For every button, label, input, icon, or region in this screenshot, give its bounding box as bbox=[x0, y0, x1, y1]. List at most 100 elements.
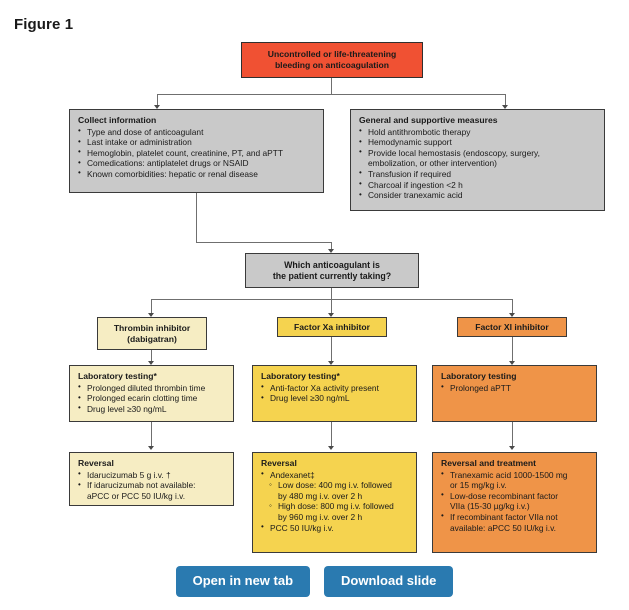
list-item: Andexanet‡ bbox=[261, 469, 409, 481]
connector-to-factor-xi bbox=[512, 299, 513, 316]
connector-to-general bbox=[505, 94, 506, 107]
list-subitem-cont: by 480 mg i.v. over 2 h bbox=[278, 490, 363, 501]
question-line1: Which anticoagulant is bbox=[284, 259, 380, 270]
collect-list: Type and dose of anticoagulant Last inta… bbox=[78, 126, 316, 180]
thrombin-line1: Thrombin inhibitor bbox=[113, 322, 191, 333]
list-item: PCC 50 IU/kg i.v. bbox=[261, 522, 409, 534]
list-item: Hemodynamic support bbox=[359, 137, 597, 148]
list-item: Consider tranexamic acid bbox=[359, 190, 597, 201]
connector-to-thrombin bbox=[151, 299, 152, 316]
open-in-new-tab-button[interactable]: Open in new tab bbox=[175, 566, 311, 597]
list-item-cont: embolization, or other intervention) bbox=[368, 158, 497, 169]
lab-thrombin-list: Prolonged diluted thrombin time Prolonge… bbox=[78, 382, 226, 415]
thrombin-line2: (dabigatran) bbox=[127, 333, 177, 344]
list-item: Drug level ≥30 ng/mL bbox=[261, 393, 409, 404]
connector-to-factor-xa bbox=[331, 299, 332, 316]
rev-xi-list: Tranexamic acid 1000-1500 mg or 15 mg/kg… bbox=[441, 469, 589, 534]
node-root-line2: bleeding on anticoagulation bbox=[274, 60, 390, 70]
list-item: If idarucizumab not available: bbox=[78, 480, 226, 491]
rev-xa-heading: Reversal bbox=[261, 458, 297, 468]
rev-xa-list: Andexanet‡ Low dose: 400 mg i.v. followe… bbox=[261, 469, 409, 534]
list-item: Hold antithrombotic therapy bbox=[359, 126, 597, 138]
node-lab-factor-xi: Laboratory testing Prolonged aPTT bbox=[432, 365, 597, 422]
node-lab-thrombin: Laboratory testing* Prolonged diluted th… bbox=[69, 365, 234, 422]
list-subitem: High dose: 800 mg i.v. followed bbox=[261, 501, 409, 512]
list-item-cont: VIIa (15-30 µg/kg i.v.) bbox=[450, 501, 530, 512]
lab-xi-list: Prolonged aPTT bbox=[441, 382, 589, 394]
rev-xi-heading: Reversal and treatment bbox=[441, 458, 537, 468]
connector-collect-to-question bbox=[196, 242, 332, 243]
list-item: Drug level ≥30 ng/mL bbox=[78, 403, 226, 415]
list-item: Provide local hemostasis (endoscopy, sur… bbox=[359, 147, 597, 159]
general-heading: General and supportive measures bbox=[359, 115, 498, 125]
list-subitem-cont: by 960 mg i.v. over 2 h bbox=[278, 511, 363, 522]
node-thrombin-inhibitor: Thrombin inhibitor (dabigatran) bbox=[97, 317, 207, 350]
rev-thrombin-heading: Reversal bbox=[78, 458, 114, 468]
download-slide-button[interactable]: Download slide bbox=[324, 566, 454, 597]
arrow-to-factor-xa bbox=[328, 313, 334, 317]
arrow-rev-thrombin bbox=[148, 446, 154, 450]
rev-thrombin-list: Idarucizumab 5 g i.v. † If idarucizumab … bbox=[78, 469, 226, 502]
question-line2: the patient currently taking? bbox=[272, 270, 392, 281]
connector-to-collect bbox=[157, 94, 158, 107]
factor-xi-line1: Factor XI inhibitor bbox=[475, 321, 549, 332]
arrow-rev-xa bbox=[328, 446, 334, 450]
node-root-bleeding: Uncontrolled or life-threatening bleedin… bbox=[241, 42, 423, 78]
node-reversal-factor-xi: Reversal and treatment Tranexamic acid 1… bbox=[432, 452, 597, 553]
general-list: Hold antithrombotic therapy Hemodynamic … bbox=[359, 126, 597, 201]
list-item: Idarucizumab 5 g i.v. † bbox=[78, 469, 226, 481]
lab-xi-heading: Laboratory testing bbox=[441, 371, 517, 381]
list-item: Prolonged diluted thrombin time bbox=[78, 382, 226, 394]
action-bar: Open in new tab Download slide bbox=[0, 566, 629, 597]
node-lab-factor-xa: Laboratory testing* Anti-factor Xa activ… bbox=[252, 365, 417, 422]
connector-lab-xi-down bbox=[512, 422, 513, 448]
page-title: Figure 1 bbox=[14, 16, 74, 33]
list-subitem: Low dose: 400 mg i.v. followed bbox=[261, 480, 409, 491]
node-question: Which anticoagulant is the patient curre… bbox=[245, 253, 419, 288]
list-item: Low-dose recombinant factor bbox=[441, 490, 589, 502]
factor-xa-line1: Factor Xa inhibitor bbox=[294, 321, 370, 332]
node-collect-information: Collect information Type and dose of ant… bbox=[69, 109, 324, 193]
list-item: Hemoglobin, platelet count, creatinine, … bbox=[78, 147, 316, 159]
list-item: Comedications: antiplatelet drugs or NSA… bbox=[78, 158, 316, 169]
connector-question-down bbox=[331, 288, 332, 299]
arrow-rev-xi bbox=[509, 446, 515, 450]
connector-thrombin-to-lab bbox=[151, 350, 152, 363]
arrow-to-question bbox=[328, 249, 334, 253]
list-item-cont: available: aPCC 50 IU/kg i.v. bbox=[450, 522, 556, 533]
list-item-cont: or 15 mg/kg i.v. bbox=[450, 480, 507, 491]
arrow-to-collect bbox=[154, 105, 160, 109]
connector-root-split bbox=[157, 94, 505, 95]
arrow-xa-lab bbox=[328, 361, 334, 365]
lab-thrombin-heading: Laboratory testing* bbox=[78, 371, 157, 381]
list-item: Prolonged ecarin clotting time bbox=[78, 393, 226, 404]
list-item: Anti-factor Xa activity present bbox=[261, 382, 409, 394]
node-factor-xi-inhibitor: Factor XI inhibitor bbox=[457, 317, 567, 337]
node-root-line1: Uncontrolled or life-threatening bbox=[267, 49, 397, 60]
list-item: Prolonged aPTT bbox=[441, 382, 589, 394]
arrow-thrombin-lab bbox=[148, 361, 154, 365]
arrow-to-factor-xi bbox=[509, 313, 515, 317]
connector-root-down bbox=[331, 78, 332, 94]
list-item-cont: aPCC or PCC 50 IU/kg i.v. bbox=[87, 490, 186, 501]
node-reversal-thrombin: Reversal Idarucizumab 5 g i.v. † If idar… bbox=[69, 452, 234, 506]
lab-xa-list: Anti-factor Xa activity present Drug lev… bbox=[261, 382, 409, 404]
connector-collect-down bbox=[196, 193, 197, 242]
list-item: Known comorbidities: hepatic or renal di… bbox=[78, 168, 316, 180]
list-item: Transfusion if required bbox=[359, 168, 597, 180]
list-item: Type and dose of anticoagulant bbox=[78, 126, 316, 138]
arrow-to-general bbox=[502, 105, 508, 109]
connector-lab-thrombin-down bbox=[151, 422, 152, 448]
list-item: Charcoal if ingestion <2 h bbox=[359, 179, 597, 191]
connector-xa-to-lab bbox=[331, 337, 332, 363]
connector-lab-xa-down bbox=[331, 422, 332, 448]
node-factor-xa-inhibitor: Factor Xa inhibitor bbox=[277, 317, 387, 337]
connector-question-in bbox=[331, 242, 332, 251]
list-item: Tranexamic acid 1000-1500 mg bbox=[441, 469, 589, 481]
node-reversal-factor-xa: Reversal Andexanet‡ Low dose: 400 mg i.v… bbox=[252, 452, 417, 553]
collect-heading: Collect information bbox=[78, 115, 157, 125]
list-item: If recombinant factor VIIa not bbox=[441, 511, 589, 523]
lab-xa-heading: Laboratory testing* bbox=[261, 371, 340, 381]
arrow-xi-lab bbox=[509, 361, 515, 365]
